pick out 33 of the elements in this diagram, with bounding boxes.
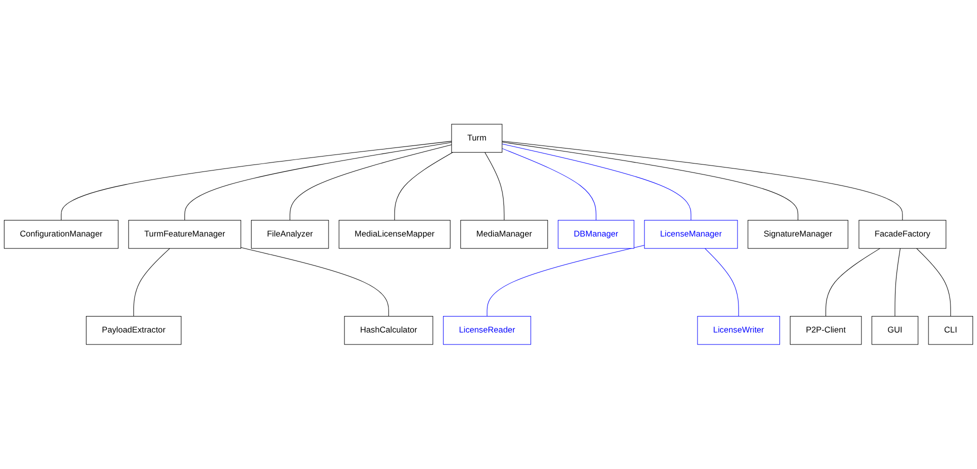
node-box: DBManager	[558, 220, 634, 249]
node-box: CLI	[928, 316, 974, 345]
node-box: ConfigurationManager	[4, 220, 118, 249]
node-box: GUI	[872, 316, 918, 345]
connector	[502, 148, 596, 221]
node-box: MediaLicenseMapper	[338, 220, 450, 249]
connector	[240, 247, 389, 317]
node-box: LicenseManager	[644, 220, 738, 249]
connector	[484, 152, 504, 221]
connector	[704, 248, 739, 317]
node-box: MediaManager	[460, 220, 548, 249]
node-box: HashCalculator	[344, 316, 434, 345]
node-box: LicenseReader	[443, 316, 532, 345]
connector	[916, 248, 951, 317]
connector	[290, 144, 452, 221]
connector	[502, 141, 903, 221]
connector	[133, 248, 170, 317]
node-box: Turm	[451, 124, 502, 153]
node-box: PayloadExtractor	[86, 316, 182, 345]
node-box: LicenseWriter	[697, 316, 780, 345]
connector	[184, 142, 452, 221]
node-box: FileAnalyzer	[251, 220, 329, 249]
node-box: TurmFeatureManager	[128, 220, 242, 249]
connector	[486, 245, 645, 317]
connector	[394, 152, 453, 221]
connector	[502, 142, 798, 221]
connector	[60, 141, 452, 221]
connector	[826, 248, 880, 317]
node-box: SignatureManager	[748, 220, 848, 249]
connector	[894, 248, 901, 317]
node-box: FacadeFactory	[858, 220, 946, 249]
node-box: P2P-Client	[790, 316, 862, 345]
connector	[502, 144, 692, 221]
